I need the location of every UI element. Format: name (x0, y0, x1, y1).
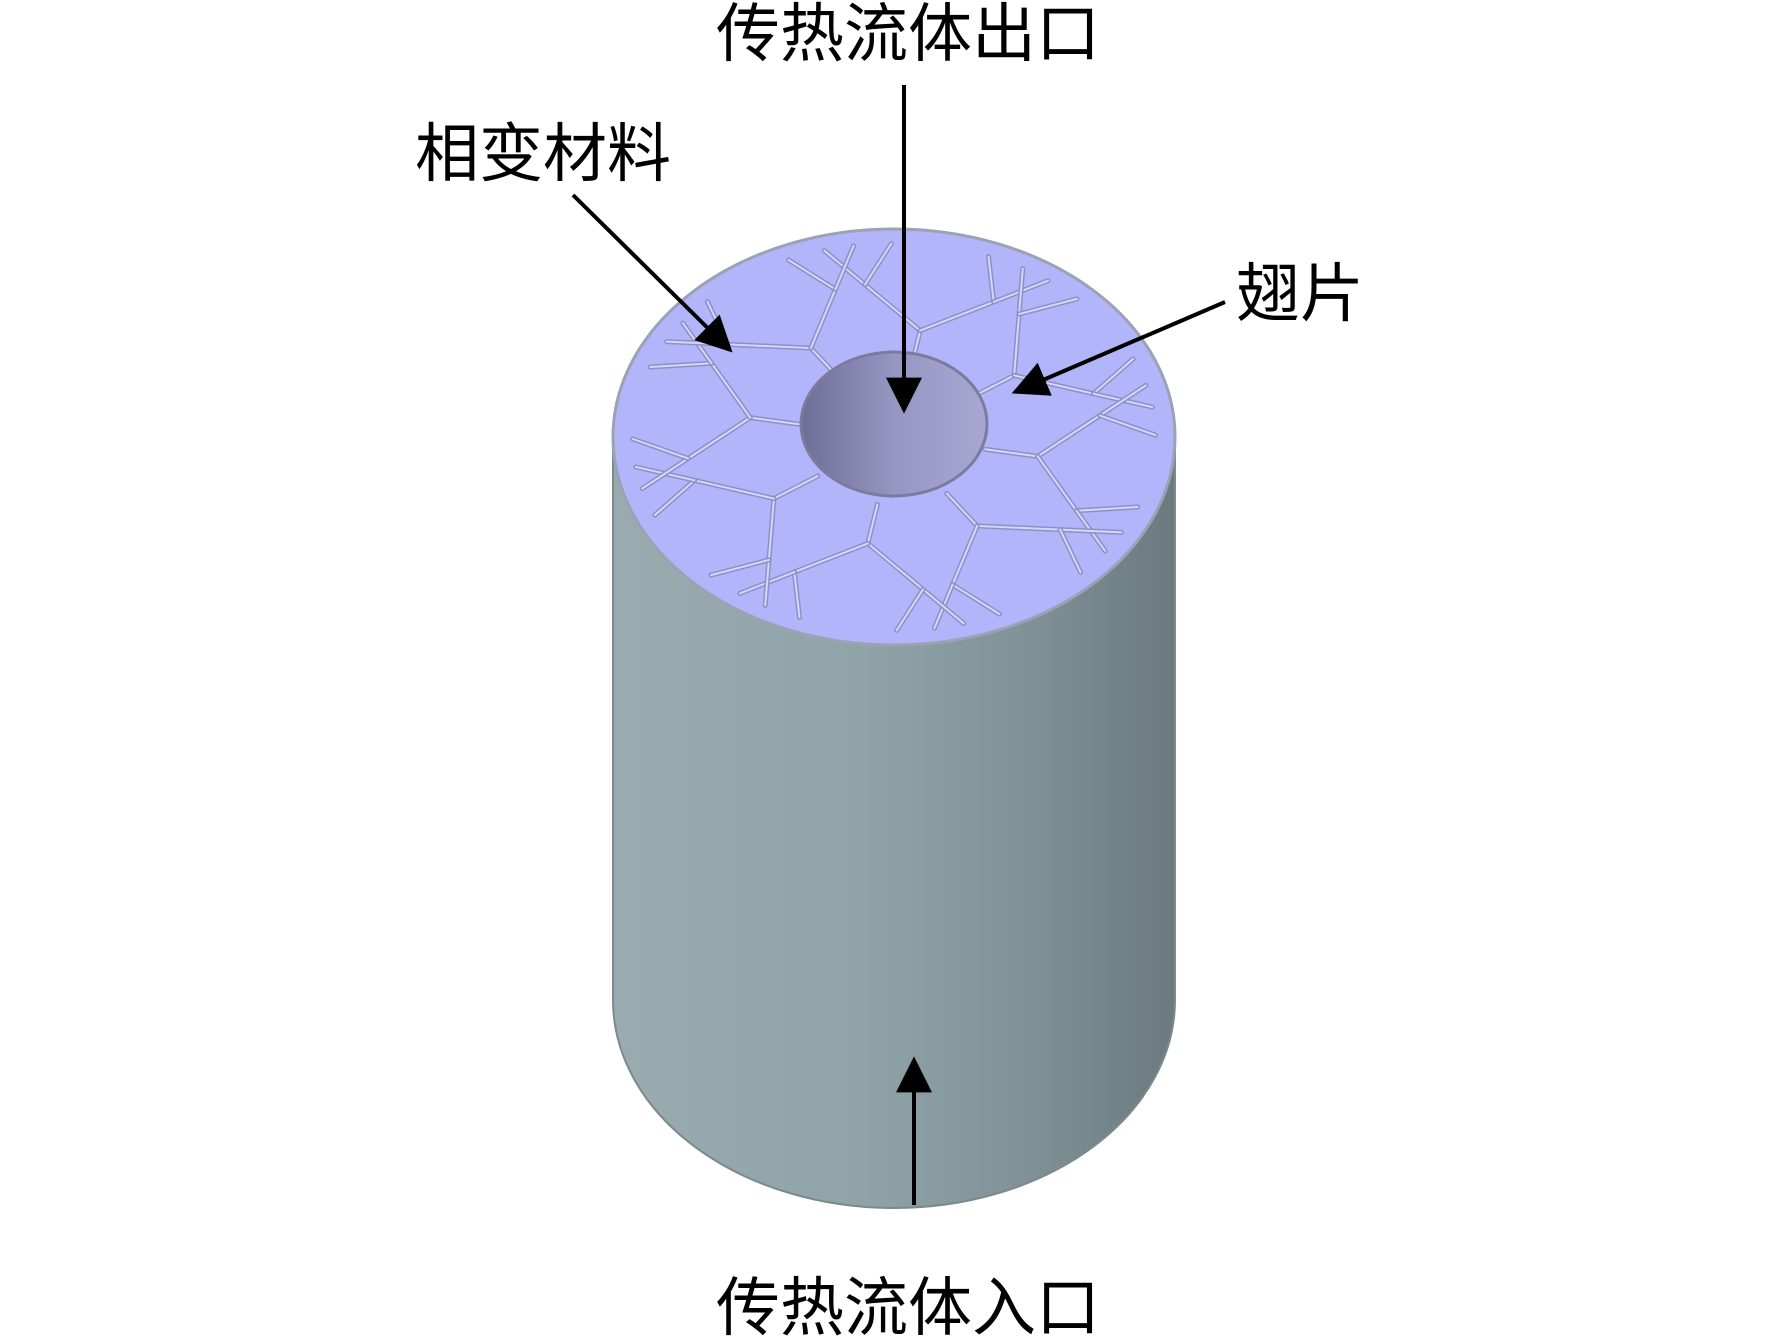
fin-highlight (987, 255, 995, 303)
fin-highlight (1075, 505, 1139, 512)
fin-highlight (1036, 455, 1078, 512)
fin-highlight (641, 457, 690, 490)
fin-highlight (984, 448, 1039, 458)
annotation-arrows (571, 85, 1226, 1205)
fin-highlight (772, 475, 819, 500)
fin-highlight (793, 571, 801, 619)
cylinder-top-face (611, 227, 1177, 647)
fin-highlight (1059, 528, 1123, 534)
fin-highlight (866, 542, 925, 591)
fin-highlight (1092, 357, 1135, 395)
hollow-tube-outlet (799, 350, 989, 498)
fin-highlight (1018, 267, 1024, 316)
fin-arrow (1011, 300, 1226, 396)
fin-highlight (809, 288, 837, 350)
fin-highlight (866, 503, 879, 545)
fin-highlight (863, 283, 922, 332)
fin-highlight (1059, 528, 1082, 574)
cylinder-body (612, 436, 1176, 1209)
fin-highlight (834, 244, 855, 291)
pcm-arrow (571, 193, 733, 353)
fin-highlight (710, 362, 752, 419)
fin-highlight (1098, 384, 1147, 417)
outlet-label: 传热流体出口 (716, 0, 1100, 72)
fin-highlight (1098, 414, 1157, 437)
fin-highlight (863, 242, 893, 286)
fin-highlight (976, 524, 1062, 531)
fin-highlight (1036, 414, 1101, 458)
fin-highlight (653, 479, 696, 517)
fin-highlight (649, 362, 713, 369)
fin-label: 翅片 (1236, 258, 1364, 332)
fin-highlight (919, 300, 995, 332)
fin-highlight (1018, 297, 1078, 316)
pcm-label: 相变材料 (415, 118, 671, 192)
fin-highlight (764, 558, 770, 607)
fin-highlight (767, 497, 775, 561)
fin-highlight (793, 542, 869, 574)
fin-highlight (726, 343, 812, 350)
fin-highlight (951, 524, 979, 586)
fin-highlight (922, 588, 965, 625)
fin-highlight (951, 583, 1001, 615)
fin-highlight (710, 558, 770, 577)
fin-highlight (631, 437, 690, 460)
fin-highlight (687, 416, 752, 460)
fin-highlight (749, 416, 804, 426)
fin-highlight (787, 259, 837, 291)
fin-highlight (693, 479, 775, 500)
fin-highlight (895, 588, 925, 632)
fin-highlight (945, 492, 979, 527)
cylinder-side (612, 436, 1176, 1209)
inlet-label: 传热流体入口 (716, 1272, 1100, 1343)
